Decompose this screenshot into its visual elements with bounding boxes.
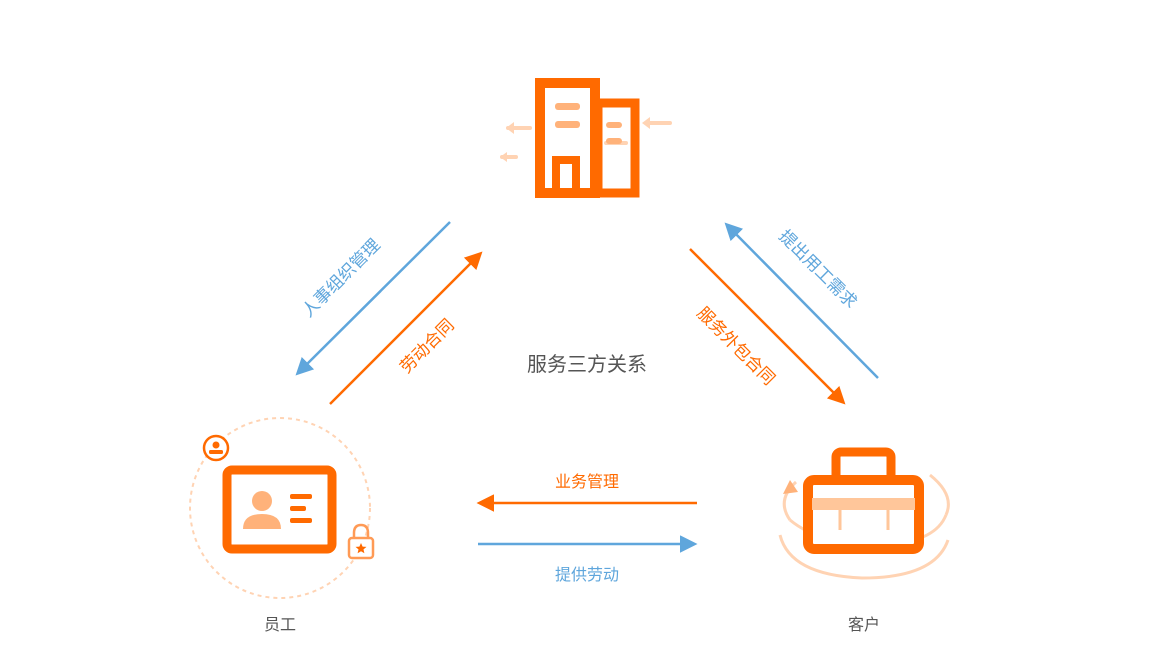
staffing-demand-label: 提出用工需求 (774, 226, 860, 312)
company-building-icon (500, 78, 672, 198)
client-label: 客户 (848, 615, 880, 634)
user-badge-icon (202, 434, 230, 462)
business-management-label: 业务管理 (555, 472, 619, 491)
center-title: 服务三方关系 (527, 352, 647, 376)
provide-labor-label: 提供劳动 (555, 565, 619, 584)
lock-star-icon (347, 523, 375, 560)
client-briefcase-icon (778, 447, 950, 580)
employee-dashed-circle (189, 417, 371, 599)
hr-management-label: 人事组织管理 (298, 235, 384, 321)
hr-management-arrow (295, 221, 451, 376)
labor-contract-label: 劳动合同 (396, 315, 458, 377)
staffing-demand-arrow (724, 222, 879, 379)
employee-label: 员工 (264, 615, 296, 634)
outsourcing-contract-label: 服务外包合同 (692, 303, 778, 389)
labor-contract-arrow (329, 251, 483, 405)
employee-id-card-icon (189, 417, 375, 599)
outsourcing-contract-arrow (689, 248, 846, 405)
